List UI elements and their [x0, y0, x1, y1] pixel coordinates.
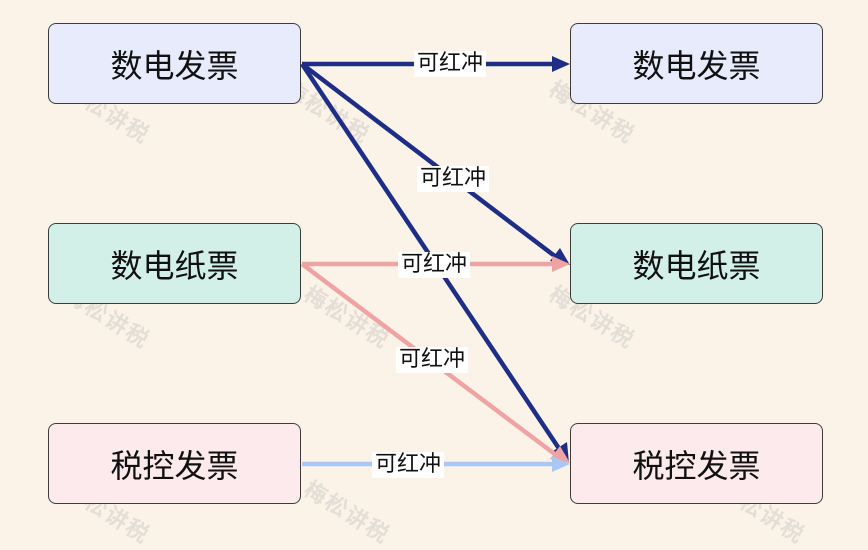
arrowhead — [552, 56, 570, 72]
node-shuikong-fapiao-right: 税控发票 — [570, 423, 823, 504]
arrowhead — [552, 256, 570, 272]
node-shudian-zhipiao-right: 数电纸票 — [570, 223, 823, 304]
node-shudian-fapiao-left: 数电发票 — [48, 23, 301, 104]
edge-label: 可红冲 — [371, 452, 445, 478]
node-shuikong-fapiao-left: 税控发票 — [48, 423, 301, 504]
node-shudian-fapiao-right: 数电发票 — [570, 23, 823, 104]
edge-label: 可红冲 — [397, 252, 471, 278]
node-shudian-zhipiao-left: 数电纸票 — [48, 223, 301, 304]
arrowhead — [552, 456, 570, 472]
diagram-canvas: 梅松讲税 梅松讲税 梅松讲税 梅松讲税 梅松讲税 梅松讲税 梅松讲税 梅松讲税 … — [48, 23, 823, 550]
edge-label: 可红冲 — [413, 51, 487, 77]
edge-shudian-to-zhipiao — [300, 62, 558, 259]
edge-label: 可红冲 — [416, 166, 490, 192]
edge-label: 可红冲 — [395, 347, 469, 373]
